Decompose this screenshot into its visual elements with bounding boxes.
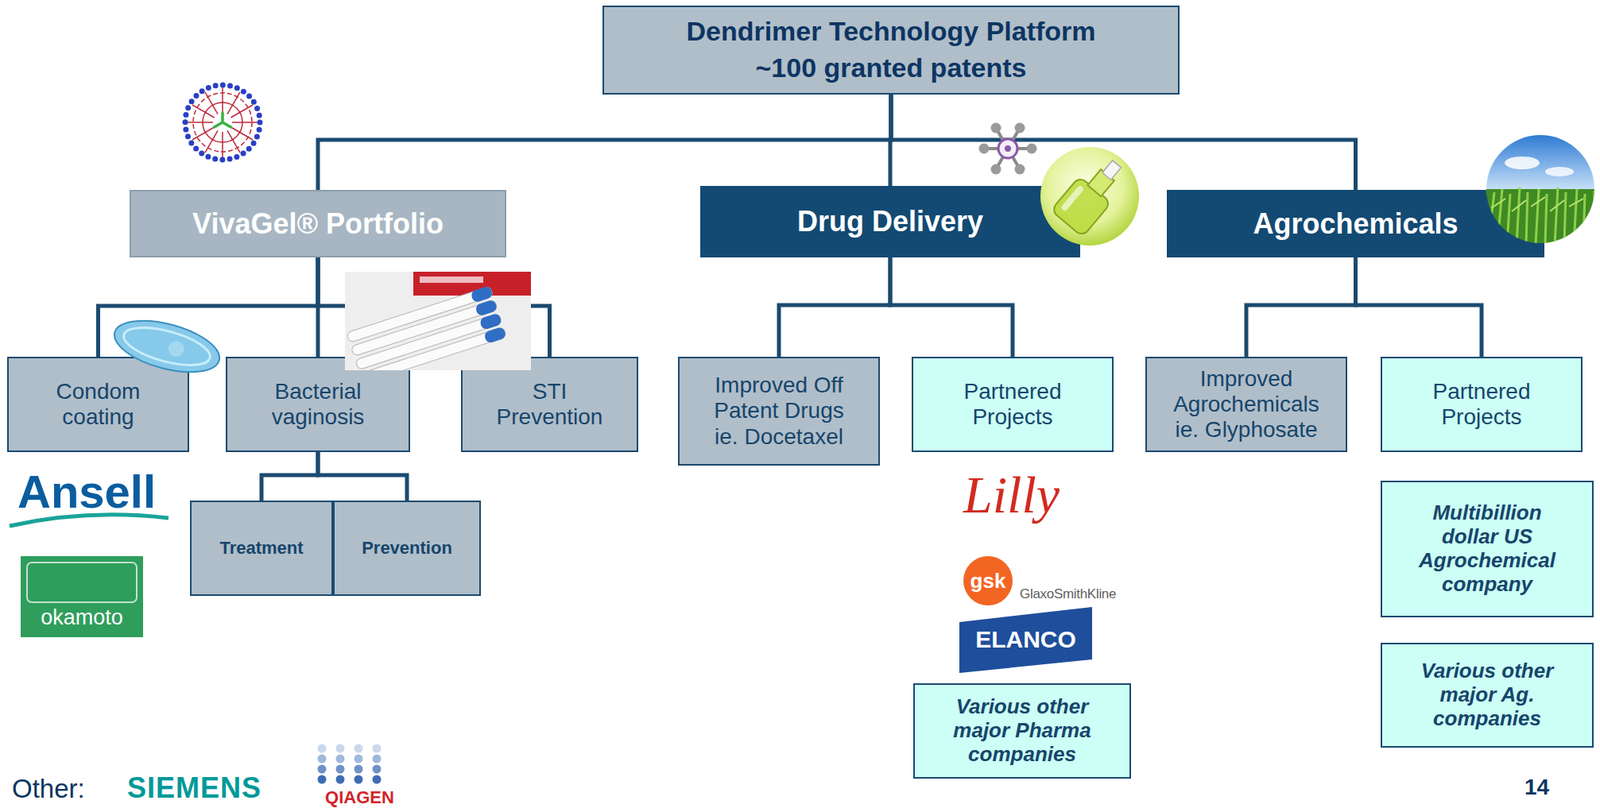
program-box: Improved Off Patent Drugs ie. Docetaxel (677, 356, 880, 466)
category-box: VivaGel® Portfolio (129, 189, 507, 258)
dendrimer-icon (185, 85, 260, 160)
box-text: Various other major Ag. companies (1406, 659, 1570, 732)
connector-line (1246, 257, 1356, 357)
sub-box: Prevention (333, 500, 481, 597)
connector-line (890, 94, 892, 187)
box-text: Bacterial vaginosis (242, 379, 394, 431)
logo-text: GlaxoSmithKline (1019, 587, 1116, 601)
product-box: STI Prevention (461, 356, 639, 453)
sub-box: Treatment (189, 500, 334, 597)
connector-line (317, 452, 407, 501)
connector-line (98, 257, 319, 357)
condom-picture (108, 310, 225, 382)
connector-line (891, 94, 1356, 191)
box-text: Drug Delivery (797, 204, 984, 239)
connector-line (316, 257, 321, 357)
box-text: ~100 granted patents (755, 50, 1027, 87)
connector-line (1355, 257, 1483, 357)
vial-picture (1040, 147, 1139, 246)
box-text: Improved Agrochemicals ie. Glyphosate (1166, 366, 1326, 444)
program-box: Partnered Projects (1380, 356, 1583, 453)
logo-square (20, 556, 144, 638)
connector-line (778, 257, 891, 357)
platform-box: Dendrimer Technology Platform~100 grante… (602, 5, 1180, 95)
logo-swoosh (9, 515, 169, 527)
program-box: Improved Agrochemicals ie. Glyphosate (1145, 356, 1348, 453)
partner-note: Various other major Pharma companies (913, 683, 1132, 779)
box-text: Partnered Projects (933, 379, 1093, 431)
box-text: STI Prevention (486, 379, 614, 431)
page-number: 14 (1524, 776, 1550, 799)
box-text: VivaGel® Portfolio (192, 206, 444, 241)
logo-banner (959, 607, 1093, 674)
partner-note: Multibillion dollar US Agrochemical comp… (1380, 480, 1594, 618)
box-text: Prevention (361, 538, 453, 558)
connector-line (317, 94, 892, 191)
box-text: Treatment (219, 538, 303, 558)
connector-line (261, 452, 318, 501)
logo-frame (27, 562, 137, 603)
product-box: Bacterial vaginosis (225, 356, 411, 453)
box-text: Various other major Pharma companies (937, 695, 1108, 768)
logo-text: gsk (963, 570, 1013, 592)
category-box: Agrochemicals (1166, 189, 1545, 258)
box-text: Agrochemicals (1252, 206, 1458, 241)
partner-note: Various other major Ag. companies (1380, 643, 1594, 748)
logo-text: Ansell (17, 468, 156, 516)
connector-line (890, 257, 1013, 357)
footer-label: Other: (11, 775, 86, 802)
box-text: Partnered Projects (1402, 379, 1562, 431)
logo-text: Lilly (963, 468, 1060, 522)
logo-text: SIEMENS (127, 774, 262, 803)
molecule-icon (979, 123, 1038, 175)
box-text: Dendrimer Technology Platform (685, 13, 1096, 51)
logo-text: QIAGEN (313, 789, 406, 807)
applicator-photo (344, 271, 531, 385)
logo-dots (321, 748, 396, 780)
box-text: Multibillion dollar US Agrochemical comp… (1406, 501, 1570, 597)
program-box: Partnered Projects (911, 356, 1114, 453)
connector-line (317, 257, 551, 357)
logo-circle (963, 556, 1013, 606)
box-text: Improved Off Patent Drugs ie. Docetaxel (701, 372, 857, 450)
box-text: Condom coating (27, 379, 171, 431)
logo-text: okamoto (20, 607, 144, 629)
category-box: Drug Delivery (700, 185, 1081, 258)
product-box: Condom coating (7, 356, 190, 453)
field-picture (1484, 133, 1598, 247)
logo-text: ELANCO (959, 627, 1093, 652)
